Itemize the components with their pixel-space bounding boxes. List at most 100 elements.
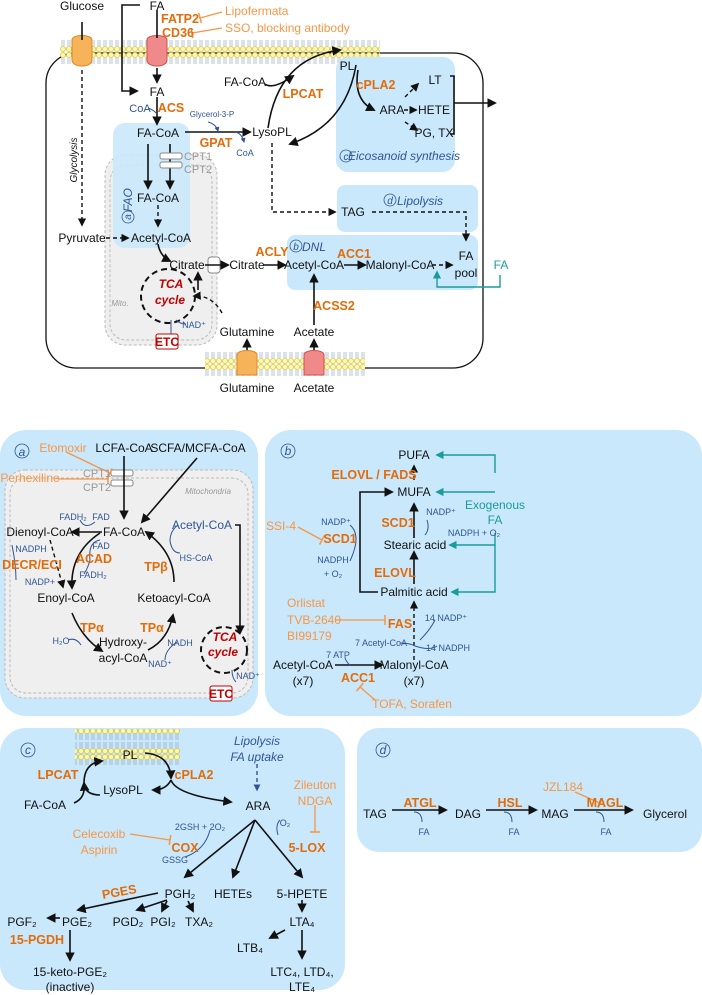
h2o-label: H₂O <box>53 636 70 646</box>
hsl-enzyme: HSL <box>498 796 523 810</box>
cell-membrane-bottom <box>205 350 365 376</box>
fa-coa-mito-label: FA-CoA <box>137 191 179 205</box>
dnl-letter: b <box>293 242 299 253</box>
lpcat-enzyme: LPCAT <box>38 768 79 782</box>
lpcat-enzyme: LPCAT <box>283 87 324 101</box>
pgi2-label: PGI₂ <box>150 915 176 929</box>
lysopl-label: LysoPL <box>252 125 292 139</box>
fa-3-label: FA <box>600 827 611 837</box>
pges-enzyme: PGES <box>101 882 138 902</box>
glucose-label: Glucose <box>60 0 104 13</box>
mag-label: MAG <box>541 807 568 821</box>
cell-membrane-top <box>60 40 380 66</box>
panel-b-letter: b <box>285 444 292 458</box>
tvb-2640-inhibitor: TVB-2640 <box>287 613 341 627</box>
citrate-label: Citrate <box>229 258 265 272</box>
mufa-label: MUFA <box>397 485 430 499</box>
pl-label: PL <box>123 748 138 762</box>
nad-label: NAD⁺ <box>182 320 206 330</box>
tca-label: TCA <box>159 277 184 291</box>
fad-label: FAD <box>92 512 110 522</box>
ara-label: ARA <box>246 799 271 813</box>
exogenous-fa-label-2: FA <box>488 513 503 527</box>
fadh2-2-label: FADH₂ <box>79 570 107 580</box>
nadp-label: NADP+ <box>25 577 55 587</box>
enoyl-coa-label: Enoyl-CoA <box>37 591 94 605</box>
panel-d-lipolysis: d TAG ATGL FA DAG HSL FA MAG JZL184 MAGL… <box>357 728 702 852</box>
lte4-label: LTE₄ <box>289 980 315 994</box>
ltc4-ltd4-label: LTC₄, LTD₄, <box>270 965 333 979</box>
gsh-label: 2GSH + 2O₂ <box>175 822 226 832</box>
panel-a-letter: a <box>19 445 26 459</box>
txa2-label: TXA₂ <box>185 915 213 929</box>
glutamine-label: Glutamine <box>220 325 275 339</box>
panel-a-fao: a Etomoxir LCFA-CoA SCFA/MCFA-CoA Perhex… <box>0 430 260 716</box>
fa-uptake-label: FA uptake <box>230 750 284 764</box>
lipofermata-inhibitor: Lipofermata <box>225 4 289 18</box>
fa-coa-lpcat-label: FA-CoA <box>224 75 266 89</box>
gssg-label: GSSG <box>162 855 188 865</box>
cpla2-enzyme: cPLA2 <box>357 78 396 92</box>
perhexiline-inhibitor: Perhexiline <box>0 471 60 485</box>
lysopl-label: LysoPL <box>103 783 143 797</box>
bi99179-inhibitor: BI99179 <box>287 629 332 643</box>
glutamine-transporter <box>236 350 258 376</box>
fatp2-enzyme: FATP2 <box>161 12 199 26</box>
nadh-label: NADH <box>167 638 193 648</box>
ndga-inhibitor: NDGA <box>298 794 333 808</box>
acly-enzyme: ACLY <box>256 245 290 259</box>
scd1-right-enzyme: SCD1 <box>381 516 414 530</box>
tp-beta-enzyme: TPβ <box>144 560 168 574</box>
acetyl-coa-label: Acetyl-CoA <box>284 258 344 272</box>
5-lox-enzyme: 5-LOX <box>289 841 326 855</box>
o2-label: + O₂ <box>324 569 343 579</box>
fa-coa-label: FA-CoA <box>103 525 145 539</box>
tofa-sorafen-inhibitor: TOFA, Sorafen <box>372 697 452 711</box>
pl-label: PL <box>340 59 355 73</box>
overview-panel: Glucose FA FATP2 CD36 Lipofermata SSO, b… <box>45 0 508 395</box>
inactive-label: (inactive) <box>46 980 95 994</box>
etc-label: ETC <box>155 335 179 349</box>
citrate-mito-label: Citrate <box>169 258 205 272</box>
lta4-label: LTA₄ <box>289 915 314 929</box>
ssi4-inhibitor: SSI-4 <box>266 519 296 533</box>
tca-cycle-label: cycle <box>208 645 238 659</box>
etc-label: ETC <box>209 687 233 701</box>
panel-c-eicosanoid: c PL Lipolysis FA uptake LPCAT cPLA2 Lys… <box>0 728 345 994</box>
tag-label: TAG <box>363 807 387 821</box>
ketoacyl-coa-label: Ketoacyl-CoA <box>137 591 210 605</box>
nadp-left-label: NADP⁺ <box>321 517 351 527</box>
acetyl-coa-label: Acetyl-CoA <box>172 518 232 532</box>
pgh2-label: PGH₂ <box>165 887 196 901</box>
coa-released-label: CoA <box>236 148 254 158</box>
nadph-o2-label: NADPH + O₂ <box>448 528 501 538</box>
pgf2-label: PGF₂ <box>7 915 37 929</box>
elovl-fads-enzyme: ELOVL / FADS <box>331 468 416 482</box>
zileuton-inhibitor: Zileuton <box>294 778 337 792</box>
coa-label: CoA <box>129 103 151 115</box>
scd1-left-enzyme: SCD1 <box>323 532 356 546</box>
etc-box <box>155 333 179 350</box>
cpt2-label: CPT2 <box>184 164 212 176</box>
fa-transporter <box>146 35 168 67</box>
cd36-enzyme: CD36 <box>162 26 194 40</box>
glutamine-extracellular-label: Glutamine <box>220 381 275 395</box>
mito-label: Mito. <box>111 299 128 308</box>
fa-2-label: FA <box>508 827 519 837</box>
nadph-label: NADPH <box>15 544 47 554</box>
lipolysis-letter: d <box>387 196 393 207</box>
lipolysis-label: Lipolysis <box>234 734 280 748</box>
fa-coa-label: FA-CoA <box>137 126 179 140</box>
fao-label: FAO <box>121 188 135 212</box>
elovl-enzyme: ELOVL <box>374 566 416 580</box>
nadp-right-label: NADP⁺ <box>426 507 456 517</box>
cpt1-label: CPT1 <box>184 151 212 163</box>
celecoxib-inhibitor: Celecoxib <box>73 827 126 841</box>
nadp14-label: 14 NADP⁺ <box>425 613 468 623</box>
acc1-enzyme: ACC1 <box>341 671 375 685</box>
nadph-label: NADPH <box>317 555 349 565</box>
scfa-mcfa-coa-label: SCFA/MCFA-CoA <box>150 441 245 455</box>
15-pgdh-enzyme: 15-PGDH <box>10 933 64 947</box>
stearic-acid-label: Stearic acid <box>384 538 447 552</box>
